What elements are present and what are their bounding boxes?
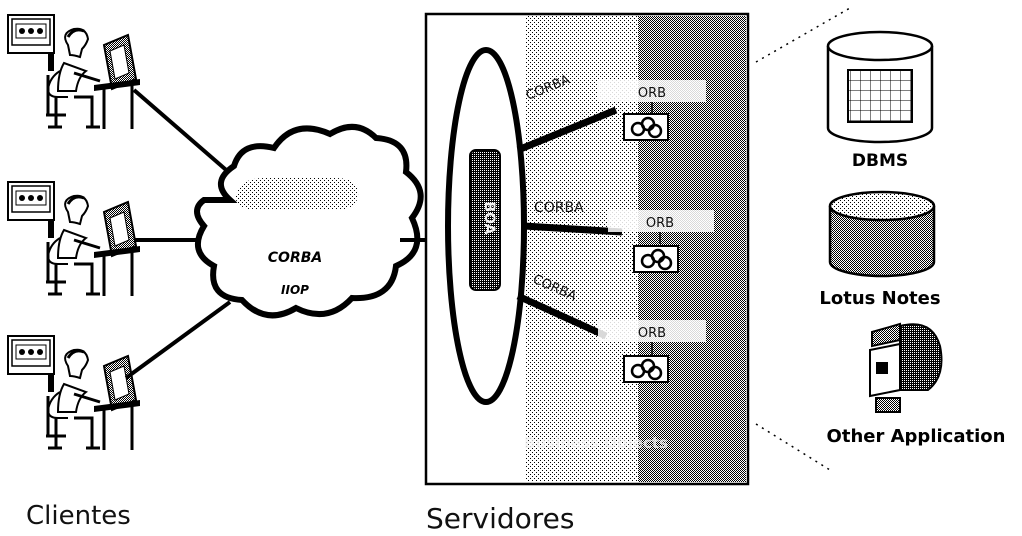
orb-panel: ORB [608, 210, 714, 274]
application-icon [869, 322, 943, 413]
other-application-resource: Other Application [827, 322, 1006, 447]
orb-label: ORB [638, 86, 666, 101]
corba-links [516, 106, 623, 340]
client-workstation-icon [6, 180, 142, 298]
business-object-icon [622, 112, 670, 142]
client-workstation-icon [6, 334, 142, 452]
business-objects-label: Business Objects [524, 434, 668, 452]
lotus-notes-resource: Lotus Notes [819, 190, 941, 309]
corba-link-label: CORBA [534, 200, 584, 216]
servers-caption: Servidores [426, 502, 574, 535]
orb-label: ORB [646, 216, 674, 231]
client-workstation-icon [6, 13, 142, 131]
resource-label: Other Application [827, 426, 1006, 447]
resource-label: DBMS [852, 151, 908, 171]
dotted-leader-line [755, 423, 831, 471]
dbms-resource: DBMS [826, 30, 934, 171]
network-transport-label: IIOP [281, 283, 309, 297]
clients-group [6, 13, 142, 452]
orb-panel: ORB [598, 80, 706, 142]
network-protocol-label: CORBA [268, 250, 322, 266]
orb-label: ORB [638, 326, 666, 341]
bus-label: BOA [481, 201, 497, 234]
database-grid-icon [847, 69, 913, 123]
orb-panel: ORB [598, 320, 706, 384]
clients-caption: Clientes [26, 501, 131, 531]
network-cloud: CORBA IIOP [194, 124, 424, 319]
server-box: BOA CORBA CORBA CORBA ORB ORB ORB [424, 12, 750, 486]
resource-label: Lotus Notes [819, 288, 940, 309]
business-object-icon [632, 244, 680, 274]
business-object-icon [622, 354, 670, 384]
